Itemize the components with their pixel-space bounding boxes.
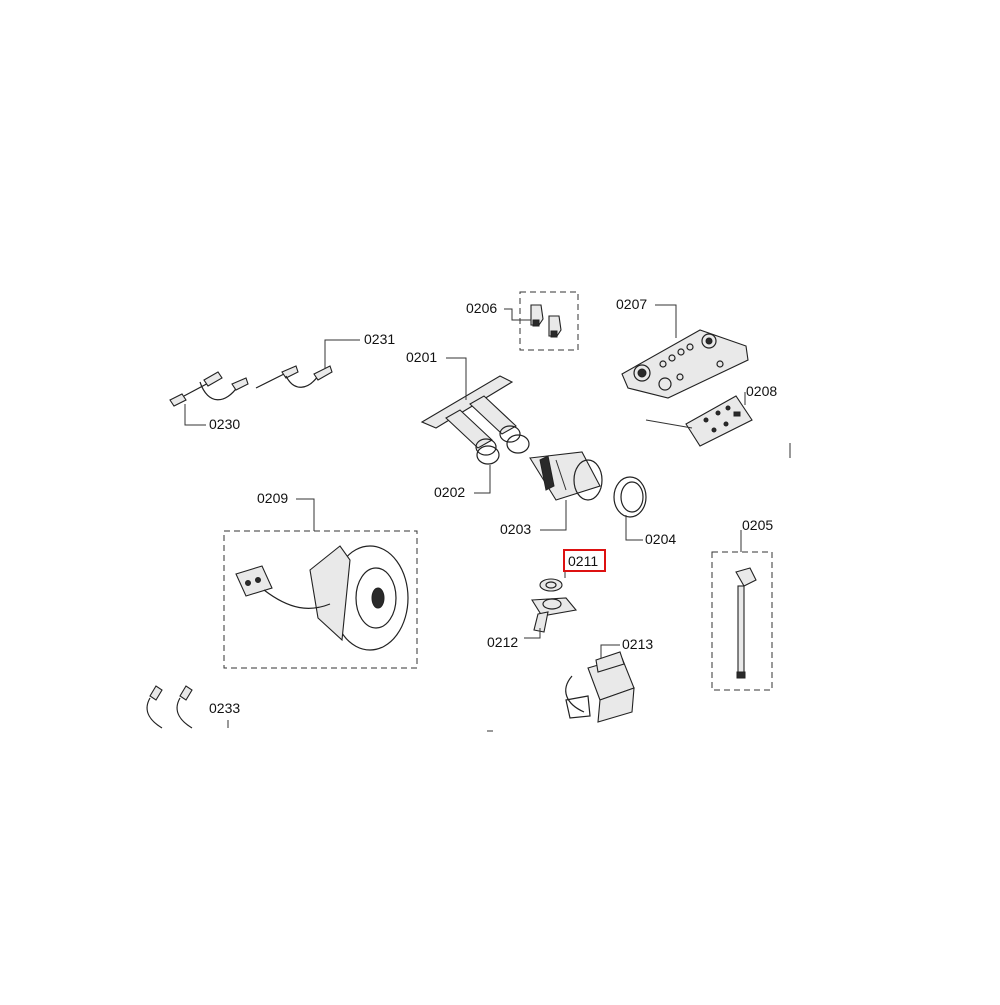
label-0202[interactable]: 0202: [434, 484, 465, 500]
label-0212[interactable]: 0212: [487, 634, 518, 650]
leader-0206: [504, 308, 531, 321]
label-0209[interactable]: 0209: [257, 490, 288, 506]
leader-0230: [184, 404, 206, 426]
label-0203[interactable]: 0203: [500, 521, 531, 537]
label-0231[interactable]: 0231: [364, 331, 395, 347]
part-0208[interactable]: [645, 395, 753, 447]
label-0213[interactable]: 0213: [622, 636, 653, 652]
part-0206[interactable]: [519, 291, 579, 351]
leader-0202: [474, 465, 491, 494]
label-0233[interactable]: 0233: [209, 700, 240, 716]
label-0206[interactable]: 0206: [466, 300, 497, 316]
part-0202[interactable]: [476, 434, 530, 465]
part-0207[interactable]: [621, 329, 749, 399]
label-0208[interactable]: 0208: [746, 383, 777, 399]
highlight-box-0211: [563, 549, 606, 572]
part-0213[interactable]: [565, 651, 635, 723]
leader-0231: [324, 339, 360, 368]
leader-0204: [625, 515, 643, 541]
part-0211[interactable]: [539, 578, 563, 592]
part-0212[interactable]: [531, 597, 578, 633]
leader-0203: [540, 500, 567, 531]
leader-0209: [296, 498, 315, 531]
part-0209[interactable]: [223, 530, 418, 669]
label-0207[interactable]: 0207: [616, 296, 647, 312]
label-0211[interactable]: 0211: [568, 553, 598, 569]
label-0230[interactable]: 0230: [209, 416, 240, 432]
part-0201[interactable]: [420, 375, 521, 456]
part-0204[interactable]: [613, 476, 647, 518]
leader-0212: [524, 628, 541, 639]
part-0203[interactable]: [529, 451, 603, 501]
label-0205[interactable]: 0205: [742, 517, 773, 533]
leader-0213: [600, 644, 620, 658]
part-0230[interactable]: [169, 371, 249, 407]
label-0204[interactable]: 0204: [645, 531, 676, 547]
part-0205[interactable]: [711, 551, 773, 691]
leader-0207: [655, 304, 677, 338]
part-0231[interactable]: [255, 365, 333, 389]
part-0233[interactable]: [146, 685, 193, 729]
leader-0201: [446, 357, 467, 400]
label-0201[interactable]: 0201: [406, 349, 437, 365]
